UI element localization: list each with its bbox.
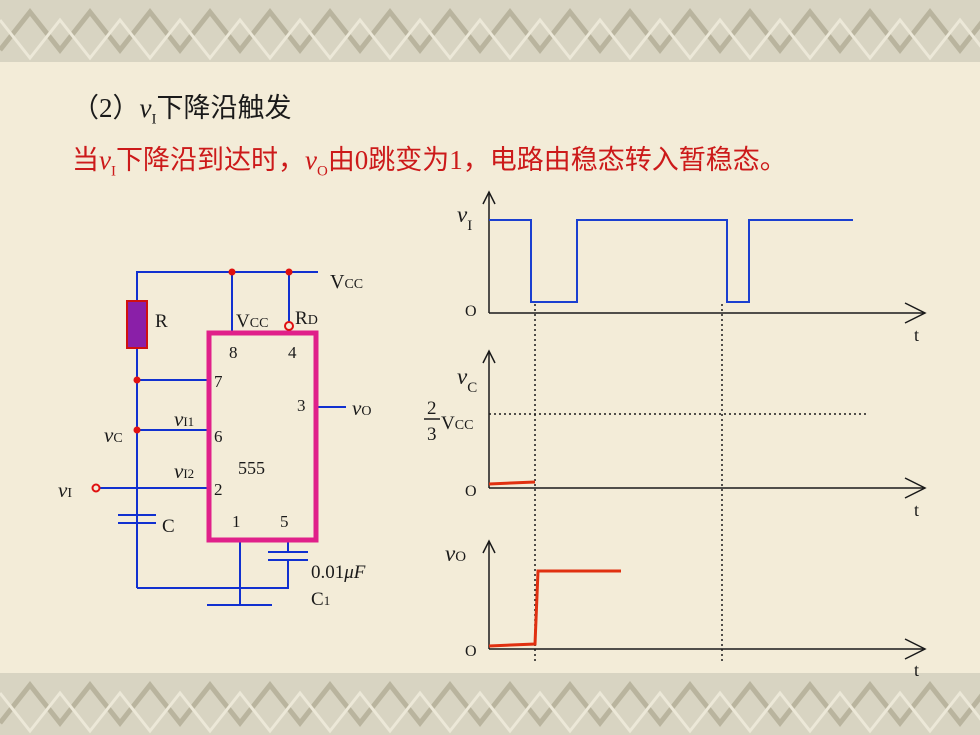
vi-axis-label: vI xyxy=(457,202,472,234)
pin-8: 8 xyxy=(229,343,238,362)
desc-part2: 下降沿到达时， xyxy=(115,145,305,175)
desc-sub2: O xyxy=(316,163,328,180)
vi-input-terminal xyxy=(91,483,101,493)
origin-label-vc: O xyxy=(465,483,477,500)
decorative-top-border xyxy=(0,0,980,62)
threshold-numerator: 2 xyxy=(427,398,437,419)
vcc-pin-label: VCC xyxy=(236,311,268,332)
resistor-r xyxy=(126,300,148,349)
desc-part3: 由0跳变为1，电路由稳态转入暂稳态。 xyxy=(327,145,787,175)
threshold-denominator: 3 xyxy=(427,424,437,445)
circuit-wires xyxy=(98,271,346,606)
r-label: R xyxy=(155,311,168,332)
border-pattern-bottom xyxy=(0,680,980,734)
pin-2: 2 xyxy=(214,480,223,499)
node-dot xyxy=(133,376,141,384)
vc-node-label: vC xyxy=(104,423,123,447)
heading-sub: I xyxy=(151,111,157,128)
waveform-axes xyxy=(482,190,927,660)
desc-sub1: I xyxy=(110,163,116,180)
rd-pin-label: RD xyxy=(295,308,318,329)
description-line: 当vI下降沿到达时，vO由0跳变为1，电路由稳态转入暂稳态。 xyxy=(72,138,787,180)
section-heading: （2）vI下降沿触发 xyxy=(72,86,291,128)
border-pattern-top xyxy=(0,7,980,61)
time-label-vc: t xyxy=(914,500,919,520)
chip-555-label: 555 xyxy=(238,458,265,478)
pin-4: 4 xyxy=(288,343,297,362)
vi-input-label: vI xyxy=(58,478,72,502)
pin-7: 7 xyxy=(214,372,223,391)
desc-var1: v xyxy=(99,145,111,175)
pin-3: 3 xyxy=(297,396,306,415)
vo-output-label: vO xyxy=(352,396,371,420)
capacitor-c-label: C xyxy=(162,516,175,537)
node-dot xyxy=(285,268,293,276)
vo-waveform xyxy=(488,569,621,648)
node-dot xyxy=(228,268,236,276)
desc-part1: 当 xyxy=(72,145,99,175)
ic-555-chip xyxy=(206,330,319,543)
threshold-vcc-label: VCC xyxy=(441,413,473,434)
timing-guides xyxy=(489,304,866,664)
pin-5: 5 xyxy=(280,512,289,531)
desc-var2: v xyxy=(304,145,317,175)
vi-waveform xyxy=(489,219,853,303)
c1-label: C1 xyxy=(311,589,330,610)
vcc-supply-label: VCC xyxy=(330,271,363,293)
node-dot xyxy=(133,426,141,434)
vc-waveform xyxy=(488,480,536,486)
c1-value-label: 0.01μF xyxy=(311,562,366,583)
origin-label-vi: O xyxy=(465,303,477,320)
rd-terminal xyxy=(284,321,294,331)
origin-label-vo: O xyxy=(465,643,477,660)
heading-var: v xyxy=(139,93,152,123)
heading-suffix: 下降沿触发 xyxy=(156,93,292,123)
time-label-vi: t xyxy=(914,325,919,345)
decorative-bottom-border xyxy=(0,673,980,735)
vc-axis-label: vC xyxy=(457,364,477,396)
pin-6: 6 xyxy=(214,427,223,446)
vi2-label: vI2 xyxy=(174,459,194,483)
vi1-label: vI1 xyxy=(174,407,194,431)
time-label-vo: t xyxy=(914,660,919,680)
vo-axis-label: vO xyxy=(445,541,466,566)
pin-1: 1 xyxy=(232,512,241,531)
heading-prefix: （2） xyxy=(72,93,140,123)
